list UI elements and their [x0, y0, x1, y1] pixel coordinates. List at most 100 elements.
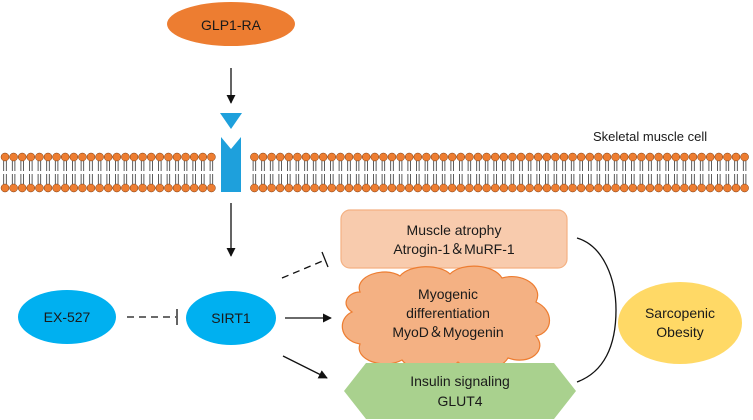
lipid-head	[78, 183, 87, 193]
lipid-head	[585, 183, 595, 193]
muscle-atrophy-title: Muscle atrophy	[407, 222, 502, 238]
lipid-head	[361, 152, 371, 162]
lipid-head	[138, 152, 147, 162]
lipid-head	[17, 152, 27, 162]
myogenic-differentiation-node: Myogenic differentiation MyoD＆Myogenin	[341, 265, 551, 372]
lipid-head	[103, 183, 113, 193]
lipid-head	[396, 152, 405, 162]
arrow-sirt1-to-insulin	[282, 355, 328, 379]
sarcopenic-obesity-node: Sarcopenic Obesity	[618, 282, 742, 364]
lipid-head	[568, 183, 577, 193]
lipid-head	[637, 152, 646, 162]
sirt1-node: SIRT1	[186, 291, 276, 345]
lipid-head	[645, 152, 655, 162]
sirt1-label: SIRT1	[211, 310, 251, 326]
lipid-head	[387, 152, 397, 162]
lipid-head	[645, 183, 655, 193]
glp1-receptor	[220, 113, 242, 192]
lipid-head	[422, 183, 431, 193]
lipid-head	[714, 183, 724, 193]
lipid-head	[482, 183, 491, 193]
lipid-head	[688, 152, 698, 162]
lipid-head	[327, 152, 337, 162]
lipid-head	[189, 183, 199, 193]
lipid-head	[379, 152, 388, 162]
lipid-head	[525, 183, 534, 193]
lipid-head	[542, 152, 552, 162]
lipid-head	[379, 183, 388, 193]
skeletal-muscle-cell-label: Skeletal muscle cell	[593, 129, 707, 144]
lipid-head	[103, 152, 113, 162]
lipid-head	[164, 183, 173, 193]
lipid-head	[619, 152, 629, 162]
sirt1-inhibits-atrophy	[281, 251, 329, 279]
lipid-head	[525, 152, 534, 162]
lipid-head	[284, 183, 294, 193]
myogenic-line2: differentiation	[406, 305, 490, 321]
lipid-head	[60, 183, 70, 193]
lipid-head	[576, 152, 586, 162]
lipid-head	[705, 183, 715, 193]
lipid-head	[628, 183, 638, 193]
lipid-head	[310, 152, 319, 162]
lipid-head	[559, 183, 569, 193]
lipid-head	[508, 183, 517, 193]
lipid-head	[189, 152, 199, 162]
lipid-head	[404, 183, 414, 193]
lipid-head	[112, 183, 122, 193]
lipid-head	[559, 152, 569, 162]
lipid-head	[344, 152, 354, 162]
lipid-head	[387, 183, 397, 193]
lipid-head	[456, 152, 466, 162]
lipid-head	[172, 183, 182, 193]
lipid-head	[370, 152, 380, 162]
lipid-head	[164, 152, 173, 162]
lipid-head	[662, 152, 672, 162]
lipid-head	[628, 152, 638, 162]
lipid-head	[482, 152, 491, 162]
lipid-head	[336, 152, 345, 162]
lipid-head	[207, 183, 216, 193]
lipid-head	[267, 183, 276, 193]
lipid-head	[318, 183, 328, 193]
lipid-head	[344, 183, 354, 193]
lipid-head	[121, 152, 130, 162]
lipid-head	[181, 183, 190, 193]
lipid-head	[155, 183, 165, 193]
lipid-head	[439, 183, 448, 193]
lipid-head	[336, 183, 345, 193]
lipid-head	[740, 183, 749, 193]
lipid-head	[533, 183, 543, 193]
muscle-atrophy-markers: Atrogin-1＆MuRF-1	[393, 241, 515, 257]
lipid-head	[258, 152, 268, 162]
lipid-head	[723, 152, 732, 162]
lipid-head	[60, 152, 70, 162]
lipid-head	[654, 152, 663, 162]
lipid-head	[353, 183, 362, 193]
lipid-head	[697, 152, 706, 162]
lipid-head	[688, 183, 698, 193]
lipid-head	[533, 152, 543, 162]
cell-membrane	[0, 152, 749, 193]
lipid-head	[0, 152, 10, 162]
lipid-head	[465, 152, 474, 162]
lipid-head	[353, 152, 362, 162]
lipid-head	[594, 183, 603, 193]
lipid-head	[551, 152, 560, 162]
lipid-head	[43, 152, 53, 162]
lipid-head	[465, 183, 474, 193]
lipid-head	[267, 152, 276, 162]
lipid-head	[697, 183, 706, 193]
lipid-head	[404, 152, 414, 162]
lipid-head	[413, 183, 423, 193]
lipid-head	[611, 152, 620, 162]
lipid-head	[671, 183, 681, 193]
lipid-head	[293, 152, 302, 162]
lipid-head	[86, 152, 96, 162]
lipid-head	[318, 152, 328, 162]
lipid-head	[499, 183, 509, 193]
lipid-head	[138, 183, 147, 193]
lipid-head	[43, 183, 53, 193]
lipid-head	[35, 183, 44, 193]
lipid-head	[594, 152, 603, 162]
